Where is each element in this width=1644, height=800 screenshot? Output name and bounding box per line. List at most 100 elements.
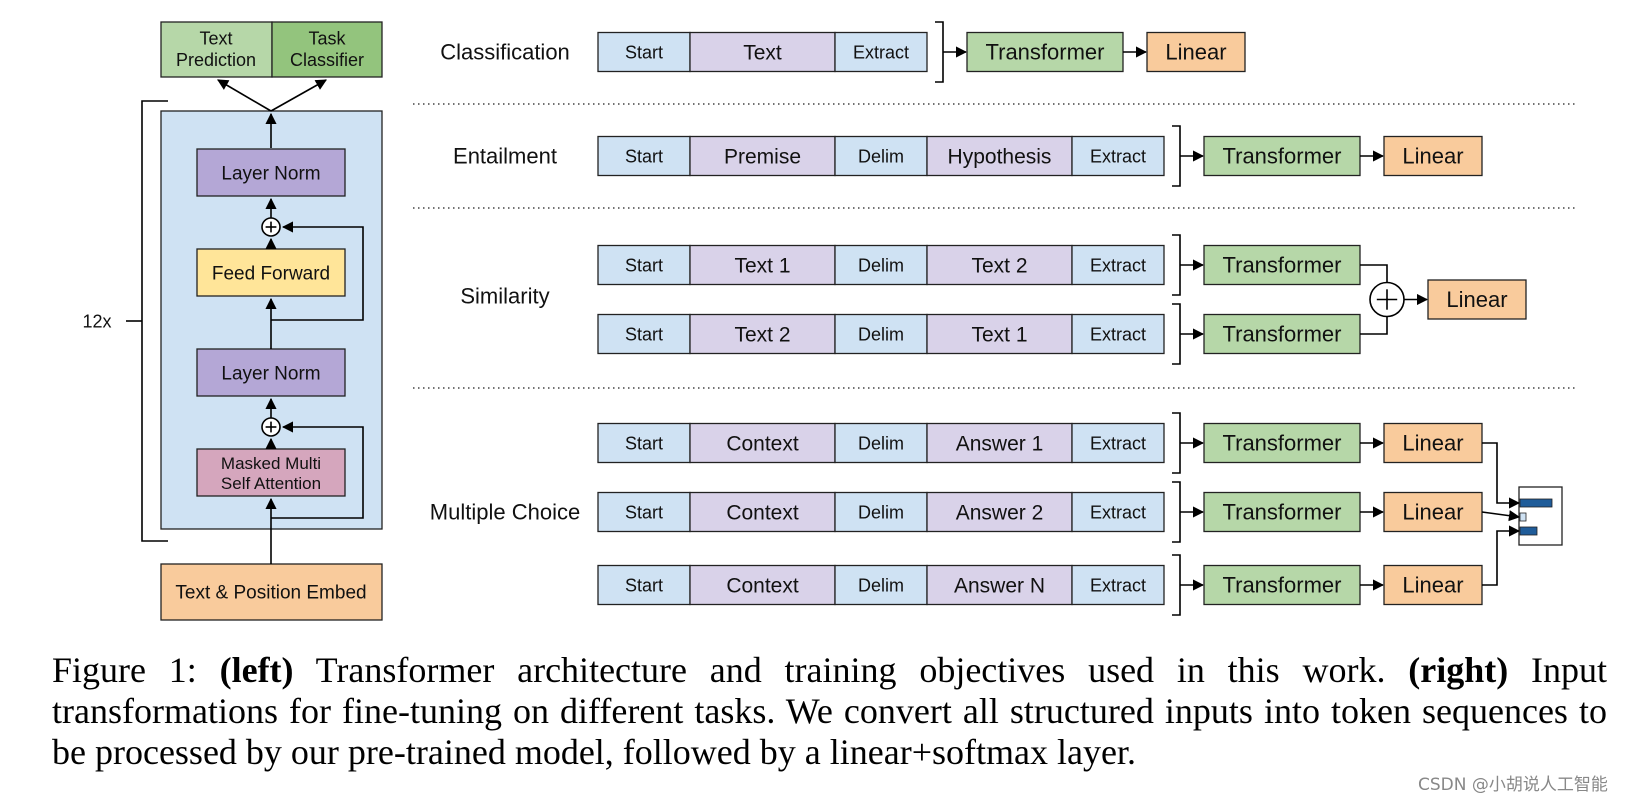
token-start [597, 313, 691, 355]
token-row-2-1: Start Text 2 Delim Text 1 Extract [597, 303, 1181, 365]
token-label-start: Start [625, 433, 663, 453]
softmax-bar-3 [1519, 526, 1538, 536]
token-extract [1071, 564, 1165, 606]
transformer-label: Transformer [1223, 431, 1342, 456]
transformer-label: Transformer [1223, 573, 1342, 598]
linear-label: Linear [1402, 500, 1463, 525]
token-label-start: Start [625, 146, 663, 166]
similarity-sum [1369, 281, 1405, 318]
task-name-2: Similarity [460, 284, 549, 309]
token-extract [1071, 313, 1165, 355]
token-label-text-1: Text 1 [971, 323, 1027, 346]
token-delim [834, 491, 928, 533]
head-task-classifier [271, 21, 383, 78]
feed-forward-label: Feed Forward [212, 264, 330, 285]
token-row-1-0: Start Premise Delim Hypothesis Extract [597, 125, 1181, 187]
token-answer-n [926, 564, 1073, 606]
row-bracket [1172, 303, 1181, 365]
token-label-extract: Extract [1090, 324, 1146, 344]
token-extract [1071, 244, 1165, 286]
feed-forward [196, 248, 346, 297]
token-label-text: Text [743, 41, 782, 64]
transformer-box [1203, 244, 1361, 286]
token-text-2 [926, 244, 1073, 286]
token-label-answer-1: Answer 1 [956, 432, 1044, 455]
transformer-box [1203, 135, 1361, 177]
token-label-delim: Delim [858, 433, 904, 453]
token-hypothesis [926, 135, 1073, 177]
token-text-1 [926, 313, 1073, 355]
token-label-delim: Delim [858, 324, 904, 344]
token-label-start: Start [625, 42, 663, 62]
token-delim [834, 135, 928, 177]
token-label-start: Start [625, 255, 663, 275]
task-name-0: Classification [440, 40, 570, 65]
token-label-hypothesis: Hypothesis [948, 145, 1052, 168]
transformer-label: Transformer [1223, 253, 1342, 278]
layer-norm-top-label: Layer Norm [221, 164, 320, 185]
residual-add-top [261, 217, 281, 237]
transformer-box [1203, 422, 1361, 464]
token-label-extract: Extract [1090, 433, 1146, 453]
token-context [689, 564, 836, 606]
token-extract [1071, 422, 1165, 464]
token-text-1 [689, 244, 836, 286]
task-entailment: Entailment Start Premise Delim Hypothesis Ext… [453, 125, 1483, 187]
residual-add-bottom [261, 417, 281, 437]
linear-label: Linear [1402, 431, 1463, 456]
token-label-text-2: Text 2 [734, 323, 790, 346]
layer-norm-bottom [196, 348, 346, 397]
text-position-embed [160, 563, 383, 621]
sim-merge-bottom [1360, 315, 1388, 335]
task-name-1: Entailment [453, 144, 557, 169]
caption-prefix: Figure 1: [52, 650, 220, 690]
linear-label: Linear [1402, 573, 1463, 598]
token-label-answer-n: Answer N [954, 574, 1045, 597]
figure-caption: Figure 1: (left) Transformer architectur… [52, 650, 1607, 773]
linear-label: Linear [1446, 287, 1507, 312]
token-text-2 [689, 313, 836, 355]
linear-box [1427, 279, 1527, 320]
linear-box [1383, 422, 1483, 464]
task-name-3: Multiple Choice [430, 500, 580, 525]
watermark: CSDN @小胡说人工智能 [1418, 775, 1608, 795]
transformer-box [1203, 564, 1361, 606]
layer-norm-top [196, 148, 346, 197]
token-label-start: Start [625, 324, 663, 344]
sim-merge-top [1360, 264, 1388, 284]
layer-norm-bottom-label: Layer Norm [221, 364, 320, 385]
linear-box [1146, 31, 1246, 73]
row-bracket [1172, 554, 1181, 616]
token-extract [1071, 491, 1165, 533]
softmax-bar-2 [1519, 512, 1527, 522]
transformer-label: Transformer [1223, 322, 1342, 347]
linear-box [1383, 135, 1483, 177]
text-position-embed-label: Text & Position Embed [175, 583, 366, 604]
token-label-delim: Delim [858, 575, 904, 595]
transformer-label: Transformer [1223, 144, 1342, 169]
caption-left-text: Transformer architecture and training ob… [293, 650, 1409, 690]
token-start [597, 135, 691, 177]
token-label-delim: Delim [858, 146, 904, 166]
transformer-box [966, 31, 1124, 73]
softmax-bar-1 [1519, 498, 1553, 508]
token-label-delim: Delim [858, 255, 904, 275]
token-start [597, 422, 691, 464]
token-label-premise: Premise [724, 145, 801, 168]
token-context [689, 422, 836, 464]
token-start [597, 564, 691, 606]
transformer-box [1203, 491, 1361, 533]
token-label-extract: Extract [1090, 575, 1146, 595]
head-text-prediction [160, 21, 273, 78]
row-bracket [1172, 412, 1181, 474]
mc-link-1 [1482, 442, 1521, 509]
mc-link-2 [1481, 510, 1521, 522]
token-label-start: Start [625, 502, 663, 522]
token-label-extract: Extract [1090, 146, 1146, 166]
token-label-context: Context [726, 501, 799, 524]
